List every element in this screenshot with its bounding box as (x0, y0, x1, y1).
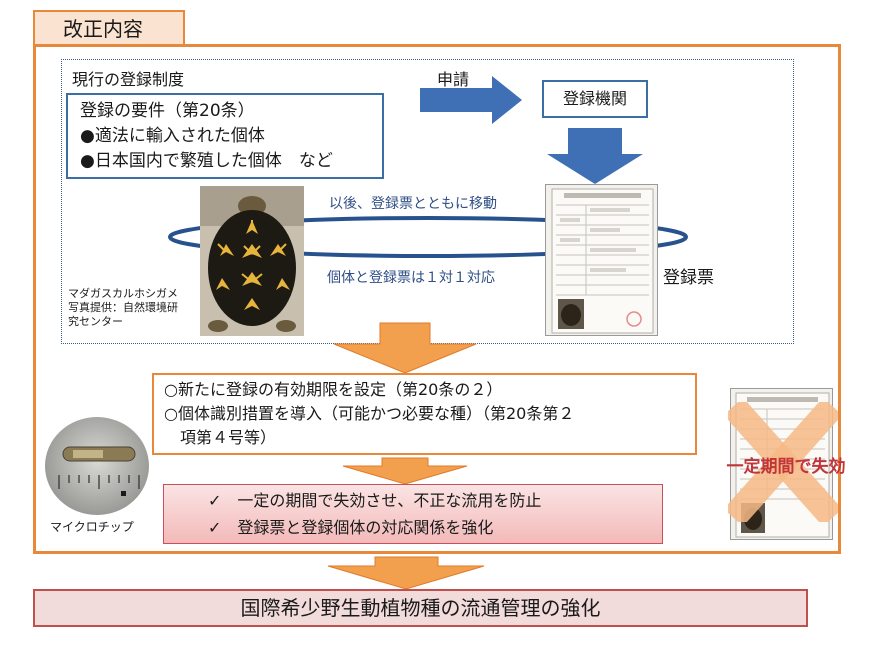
agency-label: 登録機関 (562, 89, 627, 108)
tortoise-photo (200, 186, 304, 336)
effect-line: ✓ 一定の期間で失効させ、不正な流用を防止 (208, 491, 542, 510)
invalid-cross-icon (728, 402, 838, 522)
conclusion-text: 国際希少野生動植物種の流通管理の強化 (240, 596, 601, 620)
requirement-item: ●適法に輸入された個体 (80, 126, 265, 146)
tortoise-illustration (200, 186, 304, 336)
one-to-one-label: 個体と登録票は１対１対応 (327, 270, 495, 286)
amendment-line: ○個体識別措置を導入（可能かつ必要な種）（第20条第２ (164, 404, 575, 423)
orange-arrow-3 (327, 556, 485, 590)
certificate-document-icon (551, 188, 654, 334)
amendments-box: ○新たに登録の有効期限を設定（第20条の２） ○個体識別措置を導入（可能かつ必要… (152, 373, 697, 455)
current-system-label: 現行の登録制度 (72, 70, 185, 89)
photo-caption-line: 写真提供：自然環境研 (68, 301, 178, 314)
registration-certificate-image (545, 184, 658, 336)
certificate-label: 登録票 (663, 268, 714, 288)
main-frame (33, 44, 841, 554)
registration-agency-box: 登録機関 (542, 80, 648, 118)
move-with-certificate-label: 以後、登録票とともに移動 (329, 196, 497, 212)
section-title-tab: 改正内容 (33, 10, 185, 46)
requirement-item: ●日本国内で繁殖した個体 など (80, 151, 333, 171)
amendment-line: 項第４号等） (164, 428, 277, 447)
expire-label: 一定期間で失効 (726, 457, 846, 477)
effect-line: ✓ 登録票と登録個体の対応関係を強化 (208, 518, 494, 537)
photo-caption: マダガスカルホシガメ 写真提供：自然環境研 究センター (68, 287, 178, 329)
photo-caption-line: 究センター (68, 315, 123, 328)
conclusion-box: 国際希少野生動植物種の流通管理の強化 (33, 589, 808, 627)
requirements-title: 登録の要件（第20条） (80, 101, 255, 121)
microchip-illustration (58, 446, 140, 496)
section-title: 改正内容 (63, 17, 143, 41)
amendment-line: ○新たに登録の有効期限を設定（第20条の２） (164, 380, 503, 399)
effects-box: ✓ 一定の期間で失効させ、不正な流用を防止 ✓ 登録票と登録個体の対応関係を強化 (163, 484, 663, 544)
microchip-label: マイクロチップ (50, 520, 134, 534)
photo-caption-line: マダガスカルホシガメ (68, 287, 178, 300)
microchip-photo (45, 417, 149, 515)
requirements-box: 登録の要件（第20条） ●適法に輸入された個体 ●日本国内で繁殖した個体 など (66, 93, 384, 179)
apply-label: 申請 (437, 70, 470, 89)
